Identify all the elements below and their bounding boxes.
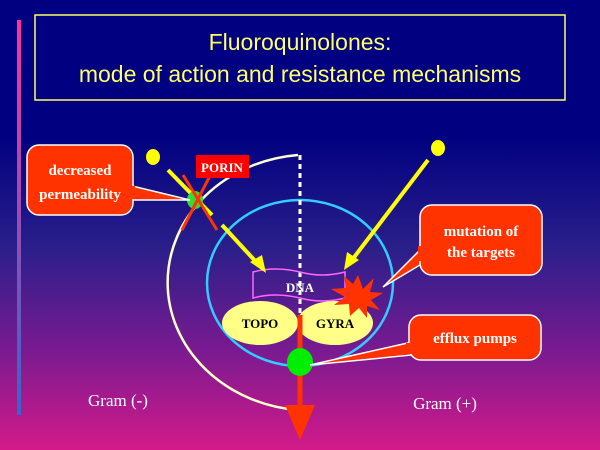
outer-membrane — [166, 153, 299, 412]
callout-text: the targets — [447, 245, 515, 261]
arrow-head-icon — [250, 255, 266, 273]
title-line-1: Fluoroquinolones: — [209, 29, 392, 55]
porin-label: PORIN — [201, 160, 244, 175]
gyra-label: GYRA — [316, 316, 355, 331]
callout-mutation-of-targets: mutation of the targets — [382, 204, 543, 288]
gram-negative-label: Gram (-) — [88, 391, 148, 410]
title-box: Fluoroquinolones: mode of action and res… — [34, 14, 566, 101]
mutation-star-icon — [331, 275, 383, 318]
topo-label: TOPO — [242, 316, 279, 331]
porin-box — [196, 155, 249, 178]
callout-decreased-permeability: decreased permeability — [26, 144, 191, 216]
entry-arrow-gram-pos — [350, 158, 430, 262]
block-x-icon — [180, 169, 215, 231]
topo-enzyme — [222, 301, 298, 345]
title-line-2: mode of action and resistance mechanisms — [79, 61, 521, 87]
callout-text: mutation of — [444, 224, 520, 240]
gram-positive-label: Gram (+) — [413, 394, 477, 413]
entry-arrow-2 — [220, 223, 260, 266]
efflux-pump — [287, 348, 313, 376]
callout-text: permeability — [39, 187, 121, 203]
callout-efflux-pumps: efflux pumps — [309, 314, 542, 366]
callout-text: efflux pumps — [433, 331, 517, 347]
efflux-arrow-head-icon — [285, 405, 315, 440]
block-x-icon — [181, 174, 219, 231]
decorative-bar — [17, 20, 21, 415]
callout-text: decreased — [48, 163, 112, 179]
dna-label: DNA — [286, 280, 315, 295]
drug-molecule-right — [431, 140, 445, 156]
drug-molecule-left — [146, 149, 160, 165]
arrow-head-icon — [344, 252, 359, 270]
